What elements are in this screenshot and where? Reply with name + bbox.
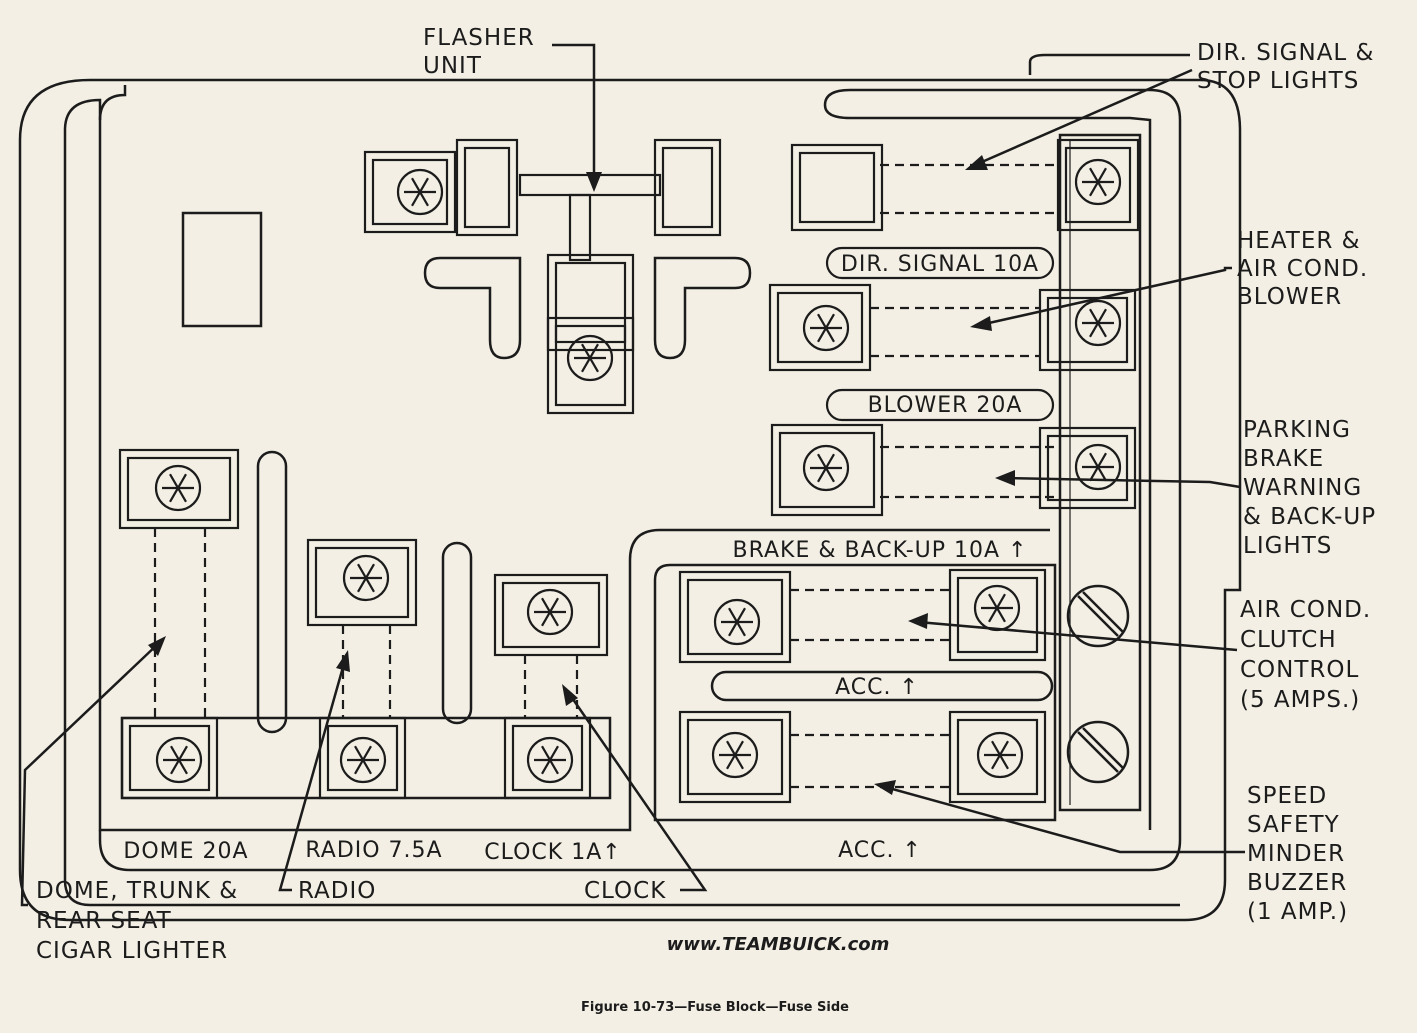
fuses	[153, 163, 1060, 789]
website-watermark: www.TEAMBUICK.com	[667, 934, 890, 955]
star-screw	[976, 731, 1024, 779]
callout-heater-blower: HEATER &AIR COND.BLOWER	[1237, 228, 1368, 310]
star-screw	[526, 736, 574, 784]
terminal-clip	[363, 150, 457, 234]
terminal-clip	[678, 710, 792, 804]
fuse-label-clock: CLOCK 1A↑	[484, 840, 621, 865]
star-screw	[339, 736, 387, 784]
fuse-label-acc-upper: ACC. ↑	[835, 675, 919, 700]
fuse-label-pills	[825, 246, 1055, 422]
ground-screw	[1066, 720, 1130, 784]
star-screw	[711, 731, 759, 779]
star-screw	[802, 304, 850, 352]
terminal-clip	[455, 138, 519, 237]
star-screw	[973, 584, 1021, 632]
callout-dir-signal-stop-lights: DIR. SIGNAL &STOP LIGHTS	[1197, 40, 1374, 94]
star-screw	[1074, 299, 1122, 347]
callout-radio: RADIO	[298, 878, 376, 904]
terminal-clip	[318, 716, 407, 800]
figure-caption: Figure 10-73—Fuse Block—Fuse Side	[581, 1000, 849, 1015]
terminal-clip	[546, 253, 635, 352]
terminal-clip	[948, 710, 1047, 804]
terminal-clip	[948, 568, 1047, 662]
fuse-label-blower: BLOWER 20A	[868, 393, 1023, 418]
star-screw	[802, 444, 850, 492]
terminal-clip	[503, 716, 592, 800]
star-screw	[154, 464, 202, 512]
star-screw	[396, 168, 444, 216]
fuse-block-body	[18, 53, 1242, 922]
block-slots	[256, 256, 1054, 734]
terminal-clip	[1056, 138, 1140, 232]
terminal-clip	[1038, 426, 1137, 510]
star-screw	[1074, 158, 1122, 206]
block-window	[181, 211, 263, 328]
terminal-clip	[770, 423, 884, 517]
fuse-label-radio: RADIO 7.5A	[305, 838, 442, 863]
star-screw	[155, 736, 203, 784]
terminal-clip	[306, 538, 418, 627]
flasher-bars	[518, 173, 662, 262]
bottom-bus-bar	[120, 716, 612, 800]
terminal-clip	[653, 138, 722, 237]
terminal-clip	[493, 573, 609, 657]
terminal-clip	[118, 448, 240, 530]
star-screw	[526, 588, 574, 636]
fuse-label-brake-backup: BRAKE & BACK-UP 10A ↑	[732, 538, 1027, 563]
leader-lines	[20, 43, 1245, 907]
right-bus-bar	[1058, 133, 1142, 812]
callout-clock: CLOCK	[584, 878, 666, 904]
fuse-label-acc-lower: ACC. ↑	[838, 838, 922, 863]
fuse-label-dome: DOME 20A	[123, 839, 248, 864]
ground-screw	[1066, 584, 1130, 648]
terminal-clip	[790, 143, 884, 232]
star-screw	[342, 554, 390, 602]
star-screw	[713, 598, 761, 646]
star-screw	[1074, 443, 1122, 491]
leader-arrowheads	[148, 155, 1015, 795]
terminal-clip	[1038, 288, 1137, 372]
terminal-clip	[678, 570, 792, 664]
fuse-label-dir-signal: DIR. SIGNAL 10A	[841, 252, 1039, 277]
terminal-clip	[546, 316, 635, 415]
fuse-terminals	[118, 138, 1140, 804]
terminal-clip	[120, 716, 219, 800]
terminal-clip	[768, 283, 872, 372]
star-screw	[566, 334, 614, 382]
